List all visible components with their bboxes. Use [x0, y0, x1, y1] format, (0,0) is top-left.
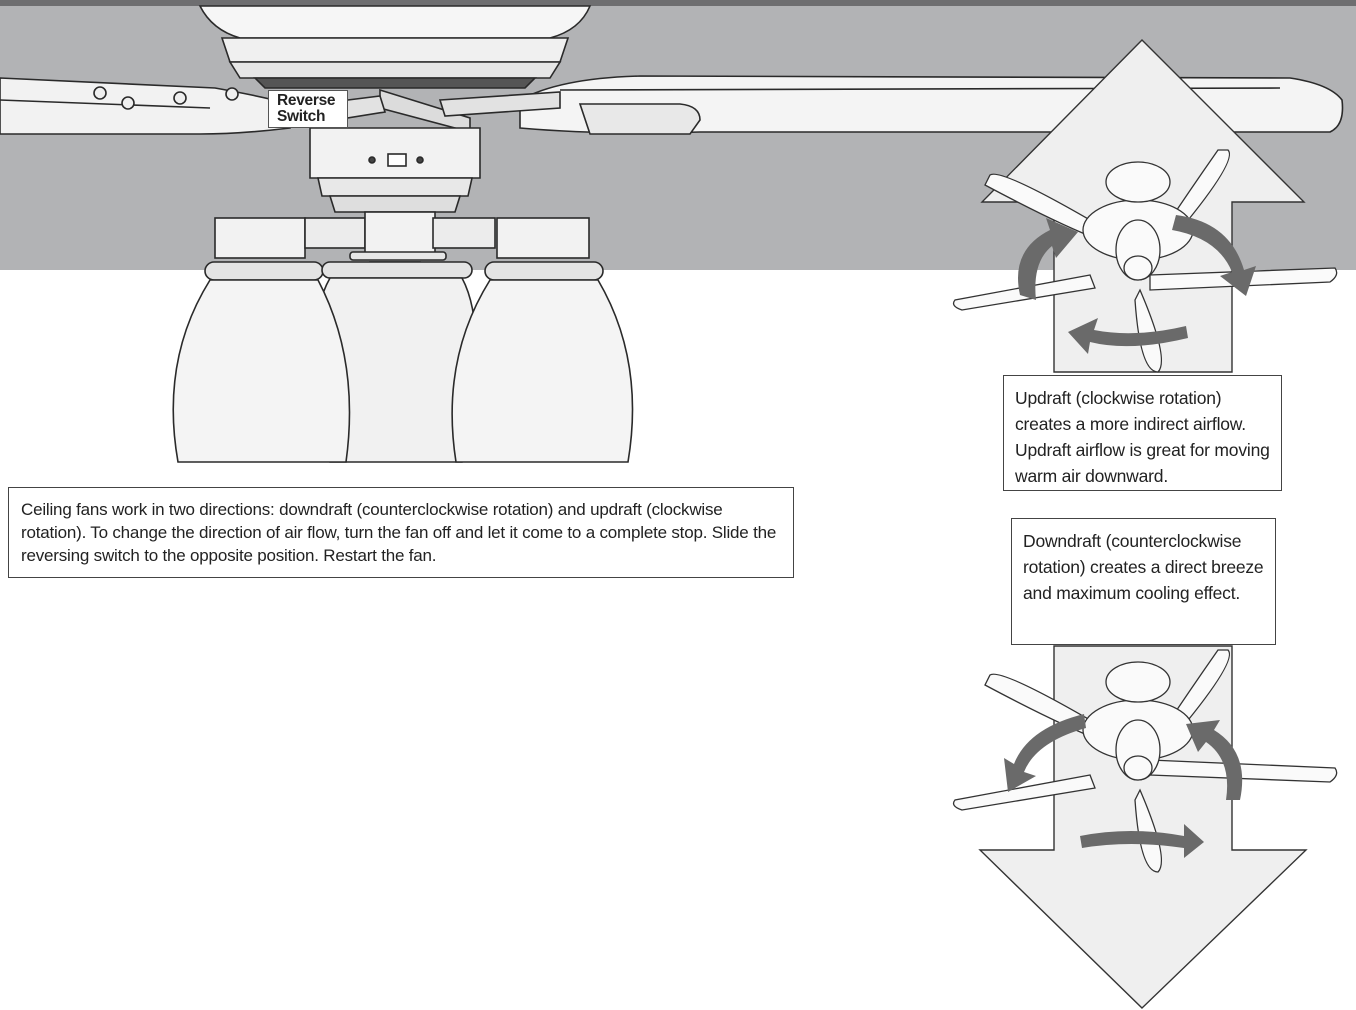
- instructions-text: Ceiling fans work in two directions: dow…: [8, 487, 794, 578]
- updraft-description: Updraft (clockwise rotation) creates a m…: [1003, 375, 1282, 491]
- downdraft-description: Downdraft (counterclockwise rotation) cr…: [1011, 518, 1276, 645]
- reverse-switch-label: Reverse Switch: [268, 90, 348, 128]
